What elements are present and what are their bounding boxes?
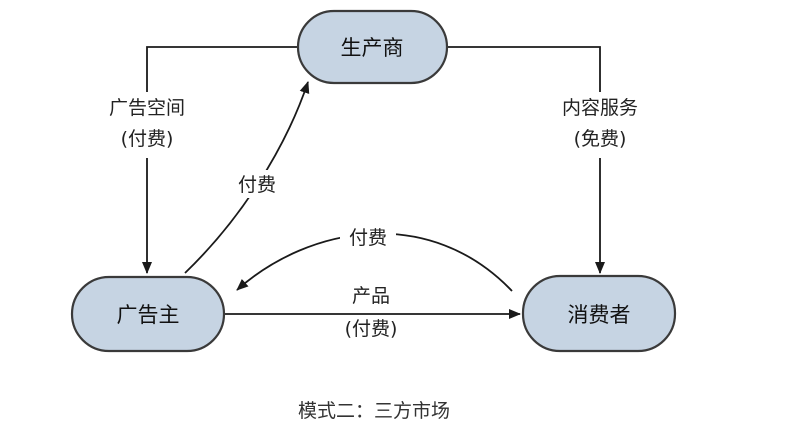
node-advertiser: 广告主 [70,275,226,353]
edge-label-pay-to-producer: 付费 [238,174,276,196]
node-producer-label: 生产商 [341,36,404,60]
edge-producer-to-advertiser [142,46,298,274]
edge-producer-to-consumer [447,46,605,274]
edge-label-content-service: 内容服务 [562,97,638,119]
node-advertiser-label: 广告主 [117,303,180,327]
edge-label-product-paid: (付费) [345,318,398,340]
edge-label-pay-to-advertiser: 付费 [349,227,387,249]
edge-label-ad-space-paid: (付费) [121,128,174,150]
node-consumer: 消费者 [521,274,677,353]
node-consumer-label: 消费者 [568,303,631,327]
node-producer: 生产商 [296,9,449,85]
edge-label-content-free: (免费) [574,128,627,150]
edge-label-ad-space: 广告空间 [109,97,185,119]
diagram-caption: 模式二：三方市场 [298,400,450,422]
edge-label-product: 产品 [352,285,390,307]
